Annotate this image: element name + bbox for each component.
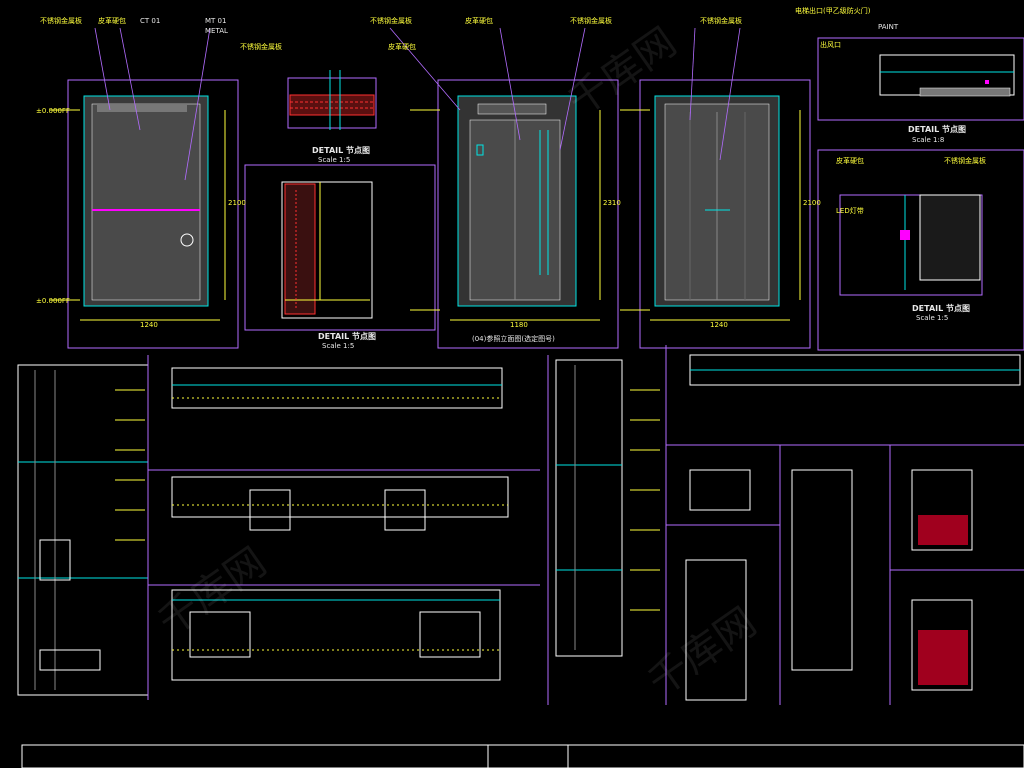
section-strip-2 bbox=[171, 476, 509, 531]
label-stainless-5: 不锈钢金属板 bbox=[700, 17, 742, 25]
detail-scale-2: Scale 1:5 bbox=[322, 342, 355, 350]
dim-ffl-1: ±0.000FF bbox=[36, 107, 70, 115]
label-fire-door: 电梯出口(甲乙级防火门) bbox=[795, 7, 871, 15]
label-leather-2: 皮革硬包 bbox=[388, 43, 416, 51]
detail-scale-4: Scale 1:5 bbox=[916, 314, 949, 322]
dim-2100-1: 2100 bbox=[228, 199, 246, 207]
detail-scale-3: Scale 1:8 bbox=[912, 136, 945, 144]
section-sheet-right bbox=[547, 345, 1024, 705]
dim-1180: 1180 bbox=[510, 321, 528, 329]
callout-lines-1 bbox=[94, 27, 211, 181]
label-leather-1: 皮革硬包 bbox=[98, 17, 126, 25]
callout-lines-2 bbox=[389, 27, 586, 151]
dim-1240-1: 1240 bbox=[140, 321, 158, 329]
label-ct01-1: CT 01 bbox=[140, 17, 161, 25]
detail-top-right bbox=[817, 37, 1024, 121]
label-stainless-1: 不锈钢金属板 bbox=[40, 17, 82, 25]
label-metal-1: METAL bbox=[205, 27, 228, 35]
dim-1240-2: 1240 bbox=[710, 321, 728, 329]
label-paint: PAINT bbox=[878, 23, 899, 31]
section-strip-1 bbox=[147, 355, 540, 700]
detail-section-top bbox=[287, 70, 377, 130]
label-leather-3: 皮革硬包 bbox=[465, 17, 493, 25]
section-strip-3 bbox=[171, 589, 501, 681]
label-stainless-3: 不锈钢金属板 bbox=[370, 17, 412, 25]
dim-2310: 2310 bbox=[603, 199, 621, 207]
detail-title-4: DETAIL 节点图 bbox=[912, 304, 970, 313]
elevation-door-1 bbox=[50, 79, 239, 349]
label-mt01-1: MT 01 bbox=[205, 17, 227, 25]
dim-2100-2: 2100 bbox=[803, 199, 821, 207]
callout-lines-3 bbox=[689, 27, 741, 161]
label-led: LED灯带 bbox=[836, 207, 864, 215]
label-stainless-6: 不锈钢金属板 bbox=[944, 157, 986, 165]
label-outlet: 出风口 bbox=[820, 41, 841, 49]
detail-title-2: DETAIL 节点图 bbox=[318, 332, 376, 341]
label-leather-4: 皮革硬包 bbox=[836, 157, 864, 165]
detail-title-3: DETAIL 节点图 bbox=[908, 125, 966, 134]
title-block bbox=[21, 744, 1024, 768]
elevation-door-2 bbox=[620, 79, 811, 349]
detail-title-1: DETAIL 节点图 bbox=[312, 146, 370, 155]
detail-plan-mid bbox=[244, 164, 436, 331]
elevation-elevator-center bbox=[410, 79, 619, 349]
detail-scale-1: Scale 1:5 bbox=[318, 156, 351, 164]
dim-ffl-2: ±0.000FF bbox=[36, 297, 70, 305]
section-grid-bottom-right bbox=[666, 445, 1024, 705]
dimension-ticks bbox=[115, 389, 660, 611]
detail-mid-right bbox=[817, 149, 1024, 351]
label-stainless-2: 不锈钢金属板 bbox=[240, 43, 282, 51]
label-stainless-4: 不锈钢金属板 bbox=[570, 17, 612, 25]
elevation-caption: (04)参照立面图(选定图号) bbox=[472, 335, 555, 343]
